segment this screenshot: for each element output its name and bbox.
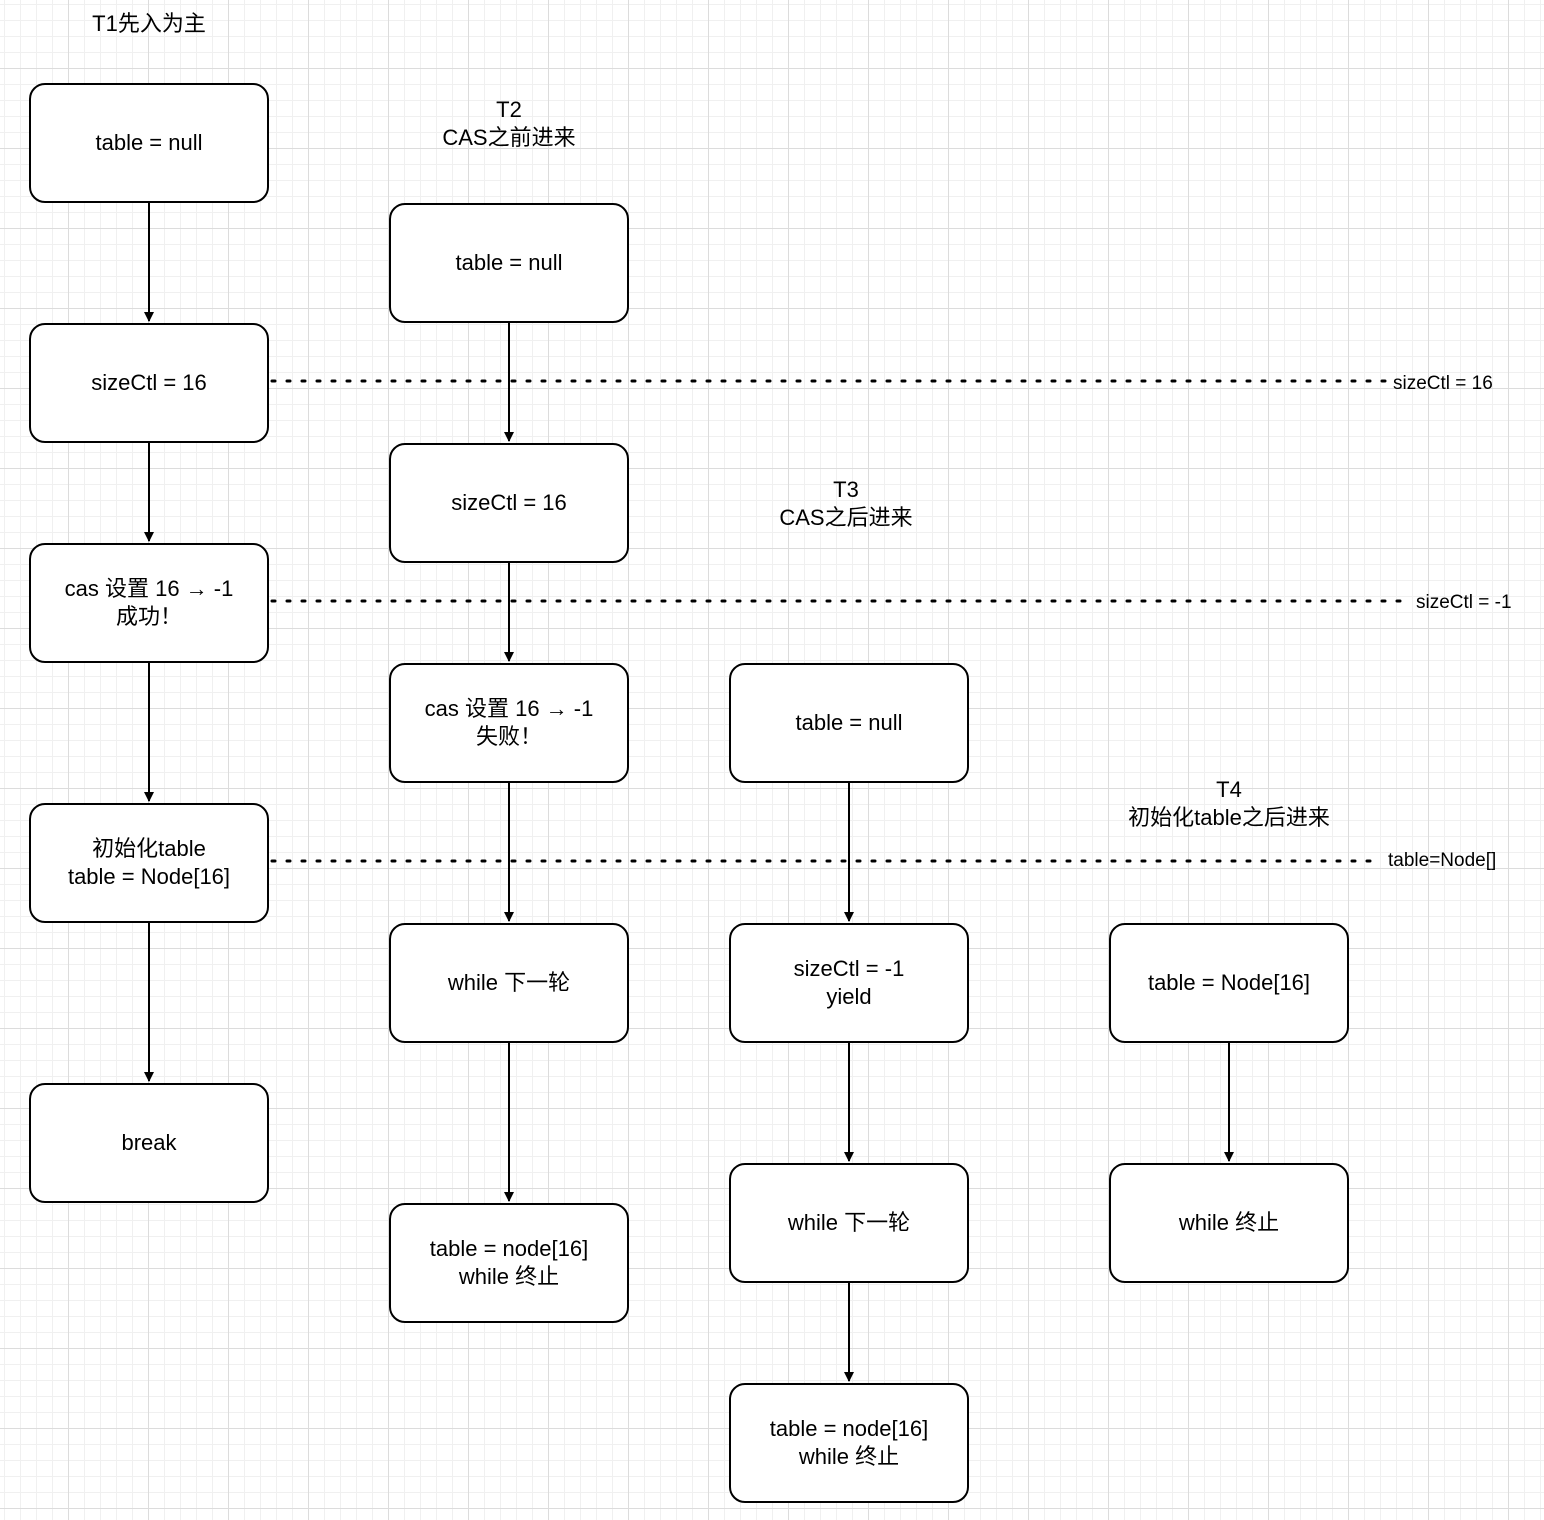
state-label-table-node: table=Node[] [1388, 850, 1497, 871]
node-t1-init-table[interactable]: 初始化table table = Node[16] [29, 803, 269, 923]
node-t1-sizectl[interactable]: sizeCtl = 16 [29, 323, 269, 443]
node-t2-end[interactable]: table = node[16] while 终止 [389, 1203, 629, 1323]
state-label-sizectl-16: sizeCtl = 16 [1393, 373, 1493, 394]
header-t2: T2 CAS之前进来 [442, 97, 576, 150]
node-t1-break[interactable]: break [29, 1083, 269, 1203]
node-t1-cas-success[interactable]: cas 设置 16 → -1 成功！ [29, 543, 269, 663]
node-t2-while-next[interactable]: while 下一轮 [389, 923, 629, 1043]
node-t1-table-null[interactable]: table = null [29, 83, 269, 203]
node-t3-sizectl-yield[interactable]: sizeCtl = -1 yield [729, 923, 969, 1043]
state-label-sizectl-neg1: sizeCtl = -1 [1416, 592, 1512, 613]
node-t2-table-null[interactable]: table = null [389, 203, 629, 323]
header-t3: T3 CAS之后进来 [779, 477, 913, 530]
node-t2-cas-fail[interactable]: cas 设置 16 → -1 失败！ [389, 663, 629, 783]
node-t3-table-null[interactable]: table = null [729, 663, 969, 783]
node-t3-while-next[interactable]: while 下一轮 [729, 1163, 969, 1283]
node-t2-sizectl[interactable]: sizeCtl = 16 [389, 443, 629, 563]
header-t1: T1先入为主 [92, 11, 206, 36]
node-t4-end[interactable]: while 终止 [1109, 1163, 1349, 1283]
header-t4: T4 初始化table之后进来 [1128, 777, 1330, 830]
node-t3-end[interactable]: table = node[16] while 终止 [729, 1383, 969, 1503]
node-t4-table[interactable]: table = Node[16] [1109, 923, 1349, 1043]
